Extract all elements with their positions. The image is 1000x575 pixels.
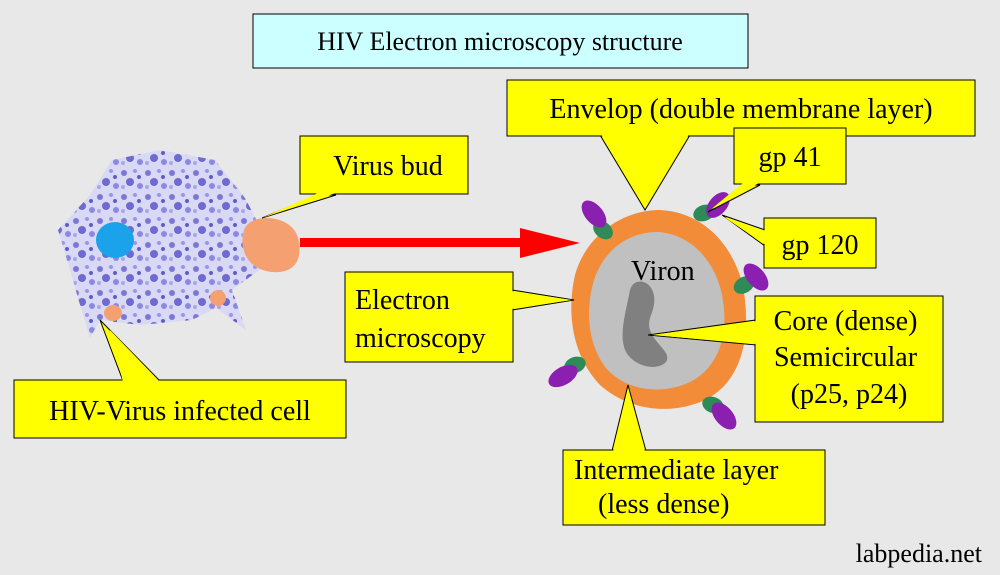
callout-core: Core (dense) Semicircular (p25, p24) <box>647 295 944 423</box>
electron-microscopy-label: Electron microscopy <box>355 285 486 354</box>
cell-body <box>58 150 262 338</box>
infected-cell <box>58 150 300 338</box>
dense-core <box>622 281 668 367</box>
callout-gp120: gp 120 <box>721 214 877 269</box>
callout-infected-cell: HIV-Virus infected cell <box>13 319 347 439</box>
small-bud-bottom <box>104 305 122 321</box>
gp41-label: gp 41 <box>759 142 822 173</box>
virus-bud <box>242 218 300 273</box>
infected-cell-label: HIV-Virus infected cell <box>49 396 311 427</box>
gp120-label: gp 120 <box>782 230 859 261</box>
callout-intermediate-layer: Intermediate layer (less dense) <box>562 384 826 526</box>
callout-electron-microscopy: Electron microscopy <box>344 271 575 363</box>
glycoprotein-spike <box>581 200 613 240</box>
envelope-label: Envelop (double membrane layer) <box>549 94 932 125</box>
core-label: Core (dense) Semicircular (p25, p24) <box>774 306 925 410</box>
diagram-title: HIV Electron microscopy structure <box>317 27 683 56</box>
virion: Viron <box>548 192 769 430</box>
viron-label: Viron <box>631 256 695 287</box>
glycoprotein-spike <box>733 263 769 294</box>
glycoprotein-spike <box>548 356 586 388</box>
watermark: labpedia.net <box>856 539 983 568</box>
callout-envelope: Envelop (double membrane layer) <box>506 79 976 211</box>
virus-bud-label: Virus bud <box>333 151 443 182</box>
cell-nucleus <box>96 222 134 258</box>
small-bud-right <box>210 290 226 306</box>
title-box: HIV Electron microscopy structure <box>252 13 749 69</box>
intermediate-layer <box>589 232 725 390</box>
transfer-arrow <box>300 228 580 258</box>
intermediate-layer-label: Intermediate layer (less dense) <box>574 455 785 520</box>
glycoprotein-spike <box>702 396 737 430</box>
callout-virus-bud: Virus bud <box>261 135 469 219</box>
callout-gp41: gp 41 <box>707 127 847 213</box>
